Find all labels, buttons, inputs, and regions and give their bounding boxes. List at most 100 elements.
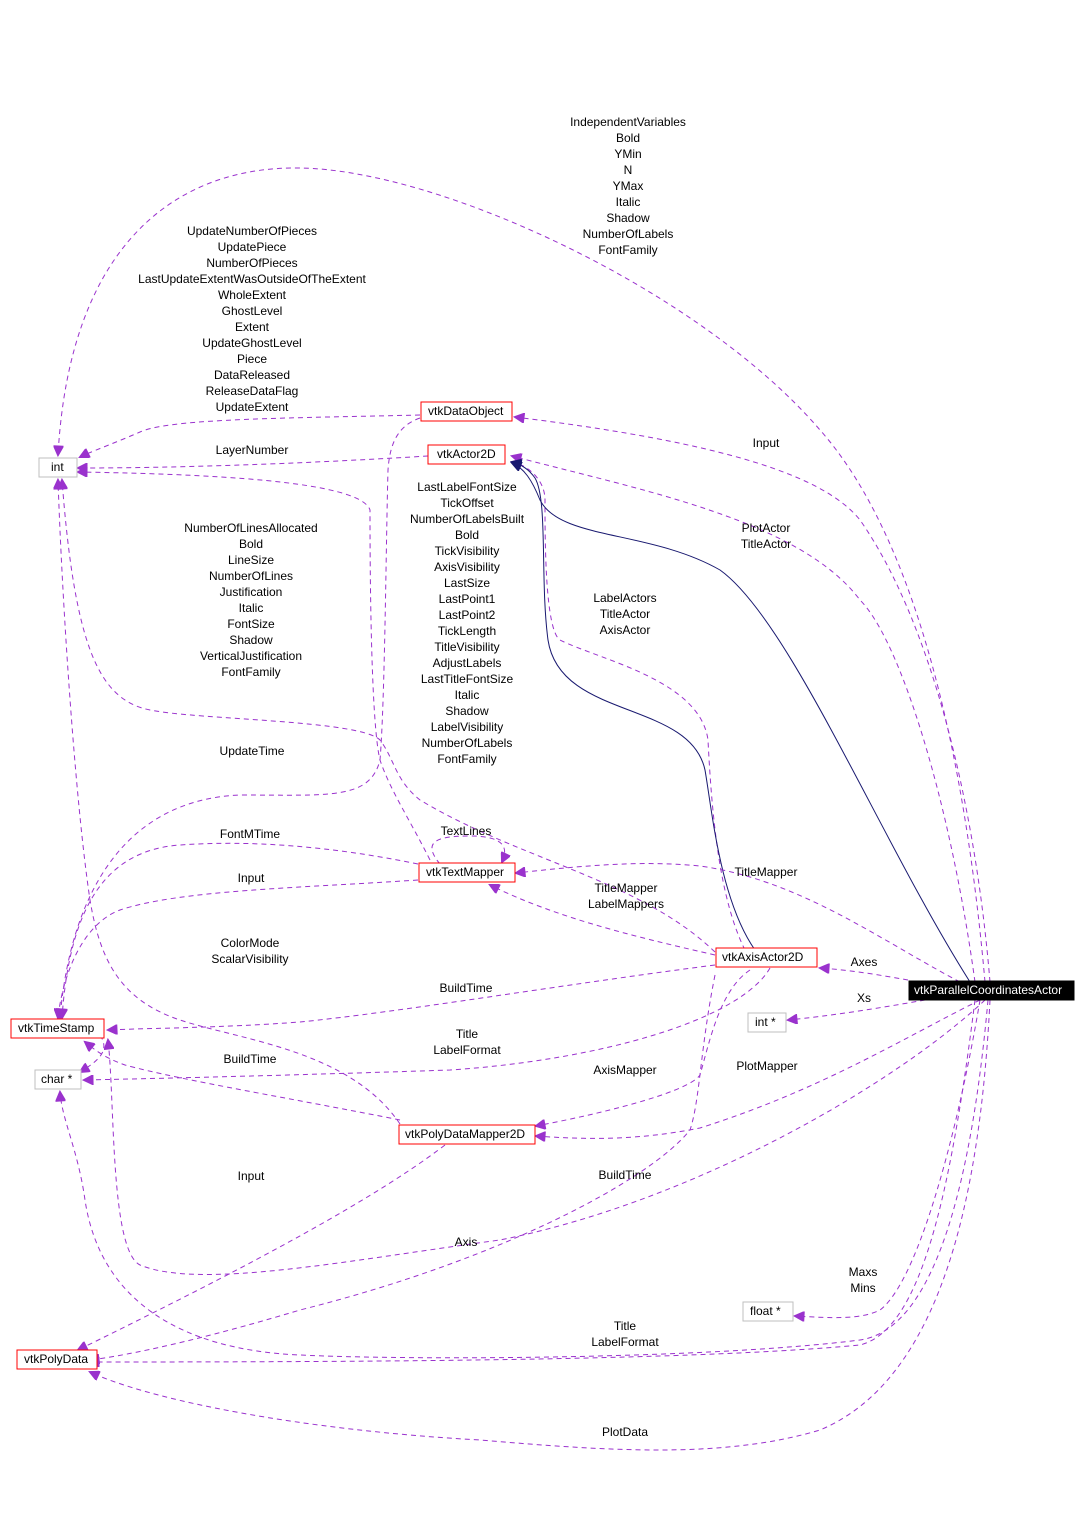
edge-label-line: BuildTime bbox=[440, 981, 493, 995]
label-main-pdm: PlotMapper bbox=[736, 1059, 797, 1073]
label-dataobject-int: UpdateNumberOfPiecesUpdatePieceNumberOfP… bbox=[138, 224, 366, 414]
edge-label-line: GhostLevel bbox=[222, 304, 283, 318]
edge-label-line: PlotMapper bbox=[736, 1059, 797, 1073]
edge-label-line: Input bbox=[238, 1169, 265, 1183]
node-vtkPolyData[interactable]: vtkPolyData bbox=[16, 1349, 98, 1370]
edge-label-line: PlotData bbox=[602, 1425, 648, 1439]
edge-label-line: Title bbox=[614, 1319, 637, 1333]
edge-textmapper-timestamp bbox=[62, 842, 419, 1018]
node-int[interactable]: int bbox=[38, 457, 78, 478]
label-main-timestamp: BuildTime bbox=[599, 1168, 652, 1182]
node-label: vtkActor2D bbox=[437, 447, 496, 461]
edge-label-line: BuildTime bbox=[224, 1052, 277, 1066]
edge-label-line: IndependentVariables bbox=[570, 115, 686, 129]
edge-label-line: Shadow bbox=[606, 211, 650, 225]
label-actor2d-int: LayerNumber bbox=[216, 443, 289, 457]
edge-label-line: Input bbox=[238, 871, 265, 885]
node-vtkTextMapper[interactable]: vtkTextMapper bbox=[418, 862, 516, 883]
node-label: vtkTimeStamp bbox=[18, 1021, 95, 1035]
edge-axis-textmapper bbox=[490, 885, 716, 956]
edge-label-line: TitleMapper bbox=[735, 865, 798, 879]
edge-main-dataobject bbox=[515, 417, 991, 983]
edge-label-line: FontFamily bbox=[221, 665, 280, 679]
edge-label-line: TickVisibility bbox=[435, 544, 500, 558]
edge-label-line: Axis bbox=[455, 1235, 478, 1249]
edge-axis-timestamp bbox=[108, 964, 716, 1030]
node-float-pointer[interactable]: float * bbox=[742, 1301, 794, 1322]
node-vtkAxisActor2D[interactable]: vtkAxisActor2D bbox=[715, 947, 818, 968]
edge-label-line: TextLines bbox=[441, 824, 492, 838]
edge-actor2d-int bbox=[78, 455, 429, 468]
edge-label-line: FontFamily bbox=[437, 752, 496, 766]
node-vtkActor2D[interactable]: vtkActor2D bbox=[427, 444, 506, 465]
edge-label-line: UpdateTime bbox=[220, 744, 285, 758]
edge-label-line: PlotActor bbox=[742, 521, 791, 535]
edge-label-line: LineSize bbox=[228, 553, 274, 567]
edge-label-line: TitleVisibility bbox=[434, 640, 499, 654]
edge-label-line: UpdateNumberOfPieces bbox=[187, 224, 317, 238]
node-label: char * bbox=[41, 1072, 73, 1086]
edge-label-line: Title bbox=[456, 1027, 479, 1041]
edge-label-line: YMin bbox=[614, 147, 641, 161]
node-vtkDataObject[interactable]: vtkDataObject bbox=[420, 401, 513, 422]
edge-axis-polydata bbox=[90, 974, 716, 1360]
edge-main-axis bbox=[820, 968, 909, 981]
edge-label-line: Italic bbox=[455, 688, 480, 702]
edge-label-line: TitleActor bbox=[741, 537, 791, 551]
edge-textmapper-int bbox=[78, 472, 431, 861]
node-char-pointer[interactable]: char * bbox=[34, 1069, 82, 1090]
edge-label-line: AdjustLabels bbox=[433, 656, 502, 670]
edge-axis-int bbox=[62, 480, 716, 953]
node-label: vtkPolyDataMapper2D bbox=[405, 1127, 525, 1141]
edge-label-line: Piece bbox=[237, 352, 267, 366]
edge-main-polydata bbox=[90, 999, 991, 1451]
label-textmapper-self: TextLines bbox=[441, 824, 492, 838]
edge-label-line: Bold bbox=[616, 131, 640, 145]
node-vtkTimeStamp[interactable]: vtkTimeStamp bbox=[10, 1018, 105, 1039]
edge-label-line: LayerNumber bbox=[216, 443, 289, 457]
edge-label-line: LastLabelFontSize bbox=[417, 480, 517, 494]
node-int-pointer[interactable]: int * bbox=[747, 1012, 787, 1033]
edge-label-line: Xs bbox=[857, 991, 871, 1005]
edge-label-line: LastPoint1 bbox=[439, 592, 496, 606]
edge-label-line: UpdateExtent bbox=[216, 400, 289, 414]
label-main-axis-generic: Axis bbox=[455, 1235, 478, 1249]
node-vtkPolyDataMapper2D[interactable]: vtkPolyDataMapper2D bbox=[398, 1124, 536, 1145]
edge-label-line: NumberOfPieces bbox=[206, 256, 297, 270]
edge-label-line: LastSize bbox=[444, 576, 490, 590]
edge-pdm-polydata bbox=[78, 1144, 446, 1350]
edge-label-line: Shadow bbox=[229, 633, 273, 647]
edge-label-line: NumberOfLabels bbox=[583, 227, 674, 241]
label-dataobject-timestamp: UpdateTime bbox=[220, 744, 285, 758]
edge-label-line: AxisMapper bbox=[593, 1063, 656, 1077]
edge-label-line: UpdateGhostLevel bbox=[202, 336, 301, 350]
edge-label-line: FontFamily bbox=[598, 243, 657, 257]
edge-label-line: Bold bbox=[239, 537, 263, 551]
label-main-dataobject: Input bbox=[753, 436, 780, 450]
edge-textmapper-self bbox=[431, 835, 505, 865]
edge-label-line: TitleMapper bbox=[595, 881, 658, 895]
edge-label-line: NumberOfLabels bbox=[422, 736, 513, 750]
edge-pdm-timestamp bbox=[85, 1042, 401, 1121]
label-main-intptr: Xs bbox=[857, 991, 871, 1005]
label-pdm-polydata: Input bbox=[238, 1169, 265, 1183]
edge-axis-pdm bbox=[536, 969, 751, 1126]
label-main-int: IndependentVariablesBoldYMinNYMaxItalicS… bbox=[570, 115, 686, 257]
edge-label-line: ScalarVisibility bbox=[211, 952, 288, 966]
edge-label-line: Shadow bbox=[445, 704, 489, 718]
edge-label-line: DataReleased bbox=[214, 368, 290, 382]
edge-dataobject-timestamp bbox=[60, 417, 421, 1018]
edge-label-line: LabelActors bbox=[593, 591, 656, 605]
edge-label-line: VerticalJustification bbox=[200, 649, 302, 663]
node-vtkParallelCoordinatesActor[interactable]: vtkParallelCoordinatesActor bbox=[908, 980, 1075, 1001]
edge-label-line: Italic bbox=[239, 601, 264, 615]
label-axis-pdm: AxisMapper bbox=[593, 1063, 656, 1077]
edge-axis-actor2d bbox=[512, 462, 746, 951]
label-textmapper-int: NumberOfLinesAllocatedBoldLineSizeNumber… bbox=[184, 521, 317, 679]
edge-label-line: NumberOfLabelsBuilt bbox=[410, 512, 525, 526]
label-textmapper-input: Input bbox=[238, 871, 265, 885]
